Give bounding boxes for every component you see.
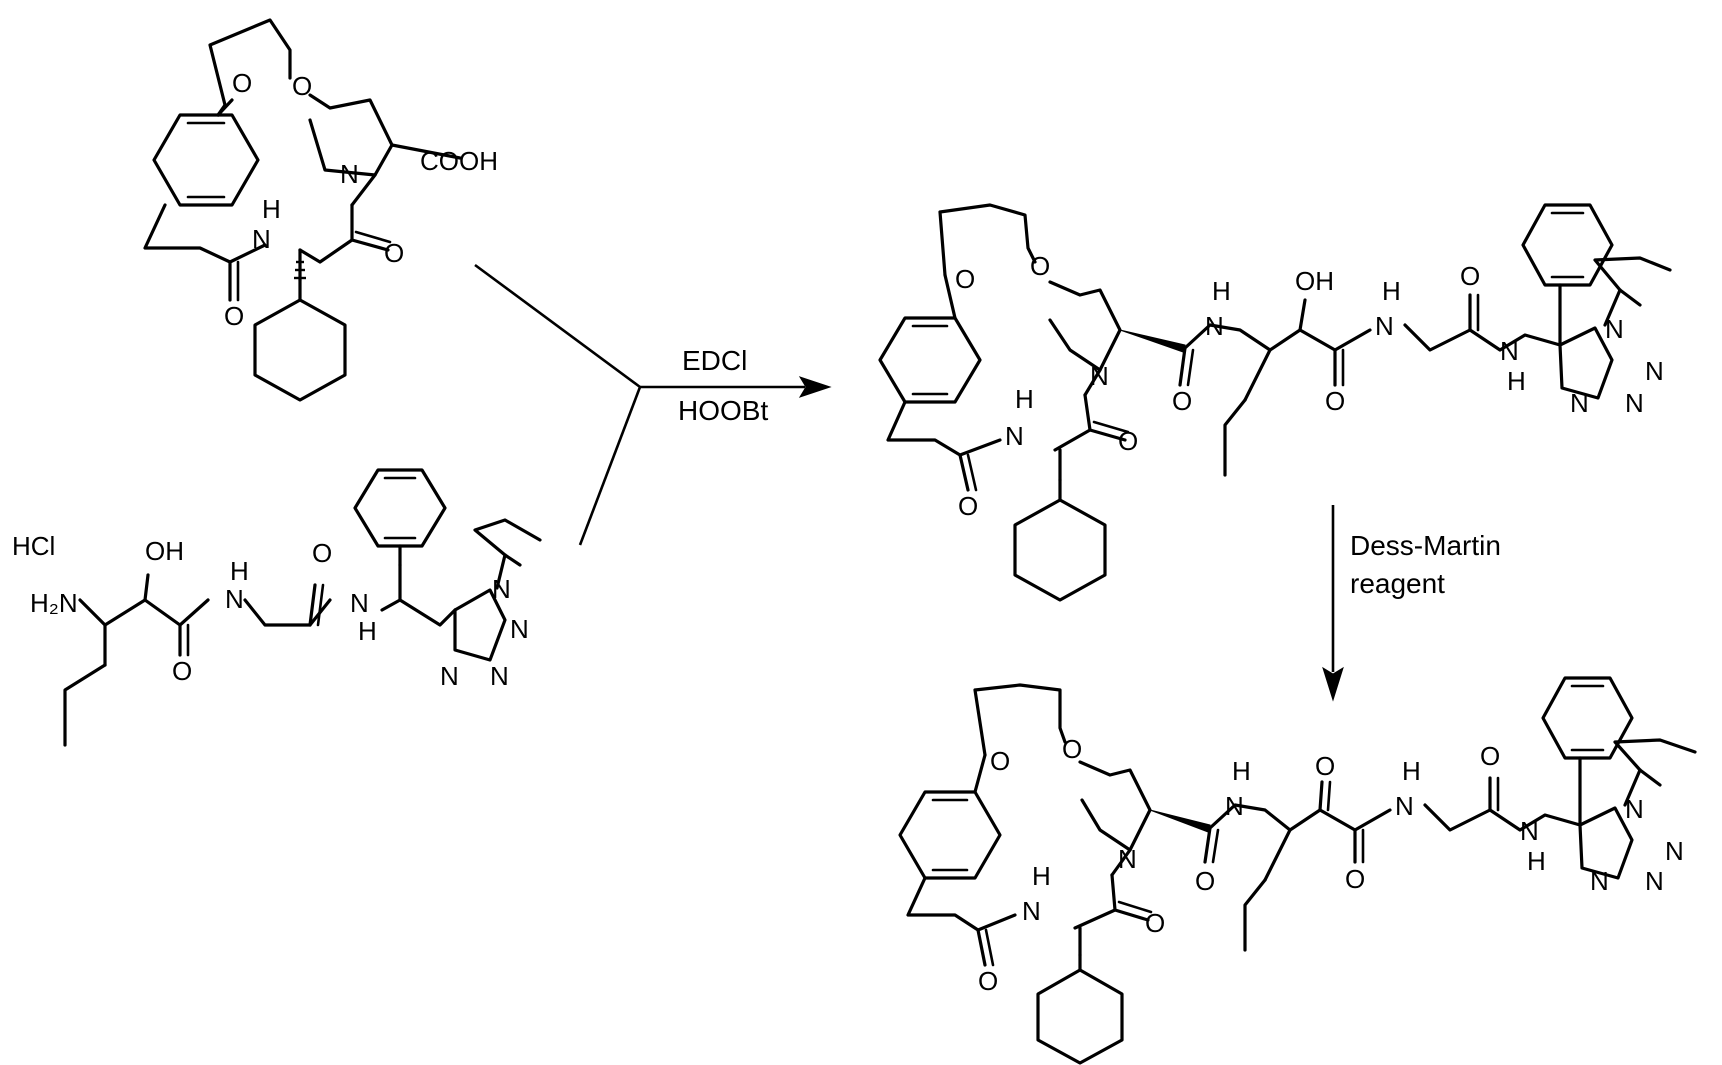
atom-N-20: N — [1590, 866, 1609, 896]
atom-O-4: O — [1118, 426, 1138, 456]
atom-OH: OH — [1295, 266, 1334, 296]
atom-N-18: N — [1605, 314, 1624, 344]
atom-N-3: N — [1090, 361, 1109, 391]
atom-H-5: H — [262, 194, 281, 224]
atom-N-6: N — [252, 224, 271, 254]
atom-O-8: O — [1195, 866, 1215, 896]
atom-H-13: H — [1402, 756, 1421, 786]
atom-O-6: O — [312, 538, 332, 568]
atom-H2N: H₂N — [30, 588, 78, 618]
arrowhead — [1323, 668, 1343, 700]
atom-O-4: O — [1145, 908, 1165, 938]
atom-O-5: O — [172, 656, 192, 686]
atom-N-16: N — [1500, 336, 1519, 366]
atom-H-5: H — [1032, 861, 1051, 891]
atom-H-17: H — [1507, 366, 1526, 396]
atom-O-15: O — [1460, 261, 1480, 291]
atom-N-12: N — [490, 661, 509, 691]
atom-N-4: N — [225, 584, 244, 614]
reactant-acid: O O N COOH H N O O — [145, 20, 498, 400]
atom-N-10: N — [1225, 791, 1244, 821]
reagent-dess-martin: Dess-Martin — [1350, 530, 1501, 561]
atom-N-11: N — [440, 661, 459, 691]
atom-N-21: N — [1645, 866, 1664, 896]
atom-H-17: H — [1527, 846, 1546, 876]
atom-O-1: O — [232, 68, 252, 98]
step1-arrow: EDCl HOOBt — [475, 265, 830, 545]
atom-H-9: H — [1232, 756, 1251, 786]
atom-H-3: H — [230, 556, 249, 586]
reagent-EDCl: EDCl — [682, 345, 747, 376]
wedge-bond — [1150, 810, 1210, 832]
atom-H-9: H — [1212, 276, 1231, 306]
atom-O-1: O — [990, 746, 1010, 776]
atom-H-8: H — [358, 616, 377, 646]
atom-N-19: N — [1645, 356, 1664, 386]
atom-COOH: COOH — [420, 146, 498, 176]
reagent-label: reagent — [1350, 568, 1445, 599]
atom-O-8: O — [224, 301, 244, 331]
salt-HCl: HCl — [12, 531, 55, 561]
atom-H-13: H — [1382, 276, 1401, 306]
atom-O-7: O — [384, 238, 404, 268]
atom-N-21: N — [1625, 388, 1644, 418]
atom-O-7: O — [958, 491, 978, 521]
atom-N-3: N — [1118, 844, 1137, 874]
atom-N-3: N — [340, 159, 359, 189]
atom-O-2: O — [292, 71, 312, 101]
atom-N-9: N — [492, 574, 511, 604]
reactant-amine: HCl OH H₂N H N O O N H N N N N — [12, 470, 540, 745]
atom-N-10: N — [1205, 311, 1224, 341]
step2-arrow: Dess-Martin reagent — [1323, 505, 1501, 700]
product: O O N O H N O O H N O O H N O N H N N N … — [900, 678, 1695, 1063]
wedge-bond — [1120, 330, 1185, 352]
atom-O-15: O — [1480, 741, 1500, 771]
atom-N-6: N — [1022, 896, 1041, 926]
atom-N-14: N — [1375, 311, 1394, 341]
atom-N-18: N — [1625, 794, 1644, 824]
atom-N-14: N — [1395, 791, 1414, 821]
atom-O-12: O — [1345, 864, 1365, 894]
reagent-HOOBt: HOOBt — [678, 395, 768, 426]
atom-N-6: N — [1005, 421, 1024, 451]
atom-O-11: O — [1315, 751, 1335, 781]
atom-O-1: O — [955, 264, 975, 294]
atom-H-5: H — [1015, 384, 1034, 414]
atom-N-7: N — [350, 588, 369, 618]
intermediate: O O N O H N O O H N OH O H N O N H N N N… — [880, 205, 1670, 600]
atom-O-8: O — [1172, 386, 1192, 416]
atom-O-2: O — [1030, 251, 1050, 281]
atom-N-20: N — [1570, 388, 1589, 418]
atom-N-10: N — [510, 614, 529, 644]
atom-O-2: O — [1062, 734, 1082, 764]
atom-N-19: N — [1665, 836, 1684, 866]
atom-N-16: N — [1520, 816, 1539, 846]
atom-O-12: O — [1325, 386, 1345, 416]
atom-O-7: O — [978, 966, 998, 996]
atom-OH: OH — [145, 536, 184, 566]
